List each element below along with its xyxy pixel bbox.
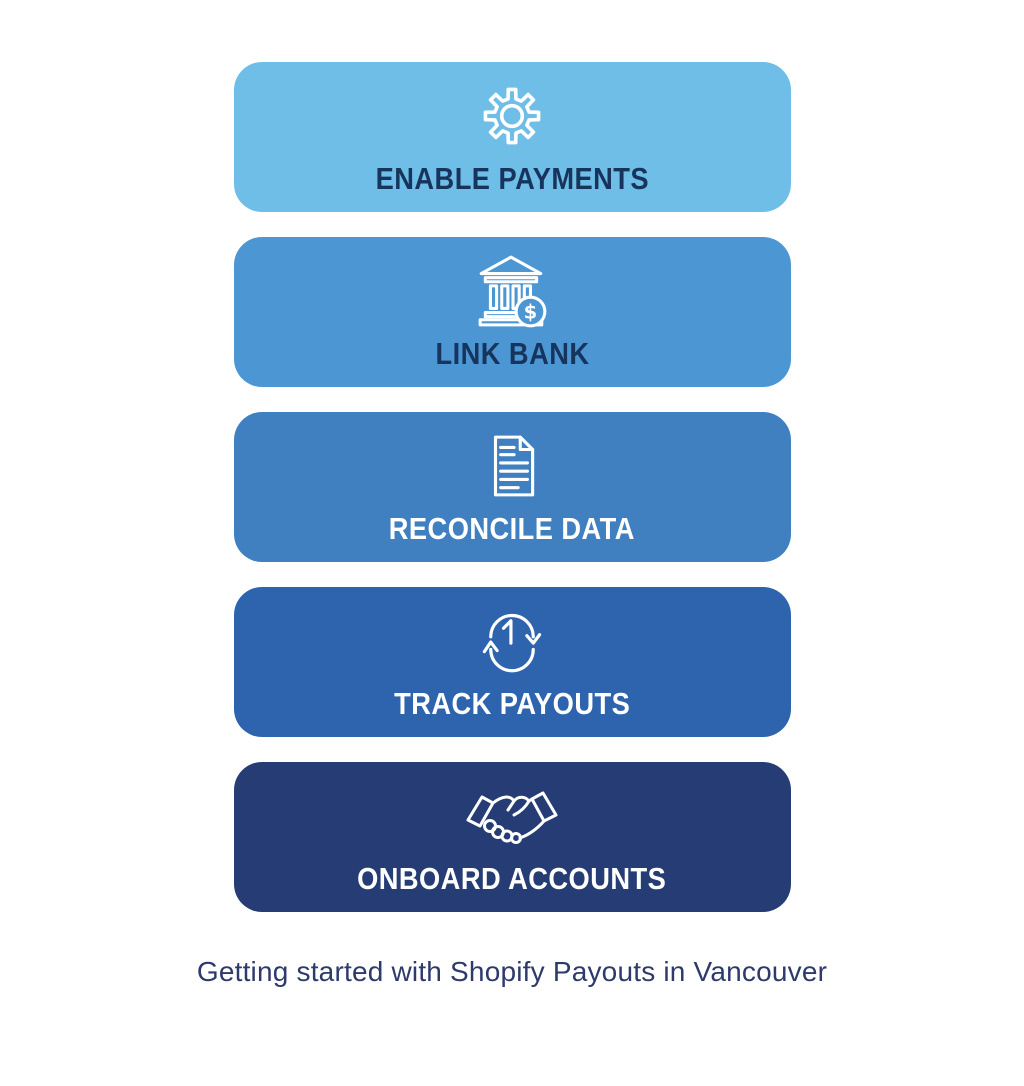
step-label: ENABLE PAYMENTS: [375, 160, 649, 196]
step-card-onboard-accounts: ONBOARD ACCOUNTS: [233, 762, 791, 912]
sync-clock-icon: [478, 605, 546, 677]
step-card-enable-payments: ENABLE PAYMENTS: [233, 62, 791, 212]
step-label: LINK BANK: [435, 335, 589, 371]
dollar-symbol: $: [524, 300, 538, 323]
gear-icon: [479, 80, 545, 152]
step-label: RECONCILE DATA: [388, 510, 636, 546]
bank-dollar-icon: $: [473, 255, 551, 327]
steps-stack: ENABLE PAYMENTS $ LINK BANK: [233, 62, 791, 912]
step-card-track-payouts: TRACK PAYOUTS: [233, 587, 791, 737]
step-label: TRACK PAYOUTS: [393, 685, 631, 721]
caption: Getting started with Shopify Payouts in …: [196, 956, 828, 987]
document-icon: [479, 430, 545, 502]
step-label: ONBOARD ACCOUNTS: [357, 860, 667, 896]
handshake-icon: [464, 780, 560, 852]
step-card-link-bank: $ LINK BANK: [233, 237, 791, 387]
step-card-reconcile-data: RECONCILE DATA: [233, 412, 791, 562]
dollar-badge-circle: [514, 295, 547, 327]
